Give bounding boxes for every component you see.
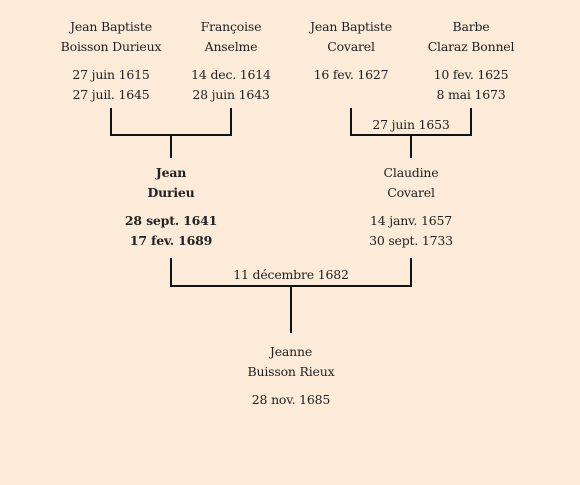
person-last-name: Durieu bbox=[147, 185, 195, 200]
person-death-date: 8 mai 1673 bbox=[436, 87, 506, 102]
person-first-name: Jeanne bbox=[269, 344, 313, 359]
person-death-date: 30 sept. 1733 bbox=[369, 233, 453, 248]
person-jean-baptiste-boisson[interactable]: Jean Baptiste Boisson Durieux 27 juin 16… bbox=[36, 17, 186, 105]
person-first-name: Jean Baptiste bbox=[70, 19, 152, 34]
person-first-name: Jean Baptiste bbox=[310, 19, 392, 34]
person-barbe-claraz[interactable]: Barbe Claraz Bonnel 10 fev. 1625 8 mai 1… bbox=[396, 17, 546, 105]
person-birth-date: 16 fev. 1627 bbox=[313, 67, 389, 82]
union-date-covarel-claraz: 27 juin 1653 bbox=[372, 117, 450, 132]
person-death-date: 27 juil. 1645 bbox=[72, 87, 150, 102]
person-last-name: Claraz Bonnel bbox=[427, 39, 515, 54]
person-birth-date: 10 fev. 1625 bbox=[433, 67, 509, 82]
person-last-name: Boisson Durieux bbox=[60, 39, 162, 54]
person-jean-durieu[interactable]: Jean Durieu 28 sept. 1641 17 fev. 1689 bbox=[96, 163, 246, 251]
person-francoise-anselme[interactable]: Françoise Anselme 14 dec. 1614 28 juin 1… bbox=[156, 17, 306, 105]
person-death-date: 17 fev. 1689 bbox=[129, 233, 213, 248]
person-last-name: Anselme bbox=[204, 39, 258, 54]
person-birth-date: 27 juin 1615 bbox=[72, 67, 150, 82]
person-last-name: Covarel bbox=[327, 39, 375, 54]
person-last-name: Covarel bbox=[387, 185, 435, 200]
person-jeanne-buisson[interactable]: Jeanne Buisson Rieux 28 nov. 1685 bbox=[216, 342, 366, 410]
person-death-date: 28 juin 1643 bbox=[192, 87, 270, 102]
person-first-name: Claudine bbox=[383, 165, 439, 180]
person-first-name: Jean bbox=[155, 165, 187, 180]
person-birth-date: 14 janv. 1657 bbox=[370, 213, 452, 228]
union-bracket-boisson-anselme bbox=[110, 108, 232, 136]
person-first-name: Barbe bbox=[452, 19, 490, 34]
person-birth-date: 14 dec. 1614 bbox=[191, 67, 271, 82]
person-jean-baptiste-covarel[interactable]: Jean Baptiste Covarel 16 fev. 1627 bbox=[276, 17, 426, 85]
person-claudine-covarel[interactable]: Claudine Covarel 14 janv. 1657 30 sept. … bbox=[336, 163, 486, 251]
person-last-name: Buisson Rieux bbox=[247, 364, 335, 379]
union-date-durieu-covarel: 11 décembre 1682 bbox=[233, 267, 349, 282]
person-birth-date: 28 nov. 1685 bbox=[251, 392, 331, 407]
person-birth-date: 28 sept. 1641 bbox=[124, 213, 218, 228]
person-first-name: Françoise bbox=[200, 19, 262, 34]
